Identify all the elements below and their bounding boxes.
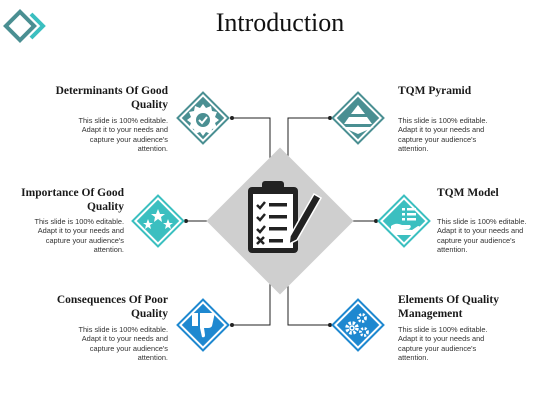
gears-icon <box>345 313 369 337</box>
label-tqm-model: TQM Model <box>437 187 499 199</box>
clipboard-checklist-icon <box>248 181 323 253</box>
diamond-tqm-model <box>377 194 431 248</box>
hand-checklist-icon <box>391 208 420 235</box>
label-elements: Elements Of Quality Management <box>398 294 499 320</box>
connector-dots <box>184 116 378 327</box>
label-importance: Importance Of Good Quality <box>21 187 124 213</box>
badge-check-icon <box>187 104 219 136</box>
desc-elements: This slide is 100% editable. Adapt it to… <box>398 325 488 363</box>
pyramid-icon <box>342 105 374 134</box>
label-determinants: Determinants Of Good Quality <box>55 85 168 111</box>
three-stars-icon <box>143 209 173 229</box>
label-consequences: Consequences Of Poor Quality <box>56 294 168 320</box>
diamond-importance <box>131 194 185 248</box>
label-tqm-pyramid: TQM Pyramid <box>398 85 472 97</box>
thumbs-down-icon <box>192 313 215 338</box>
desc-tqm-pyramid: This slide is 100% editable. Adapt it to… <box>398 116 488 154</box>
desc-determinants: This slide is 100% editable. Adapt it to… <box>78 116 168 154</box>
desc-tqm-model: This slide is 100% editable. Adapt it to… <box>437 217 527 255</box>
desc-importance: This slide is 100% editable. Adapt it to… <box>34 217 124 255</box>
desc-consequences: This slide is 100% editable. Adapt it to… <box>78 325 168 363</box>
page-title: Introduction <box>215 8 345 37</box>
logo-icon <box>3 9 46 43</box>
